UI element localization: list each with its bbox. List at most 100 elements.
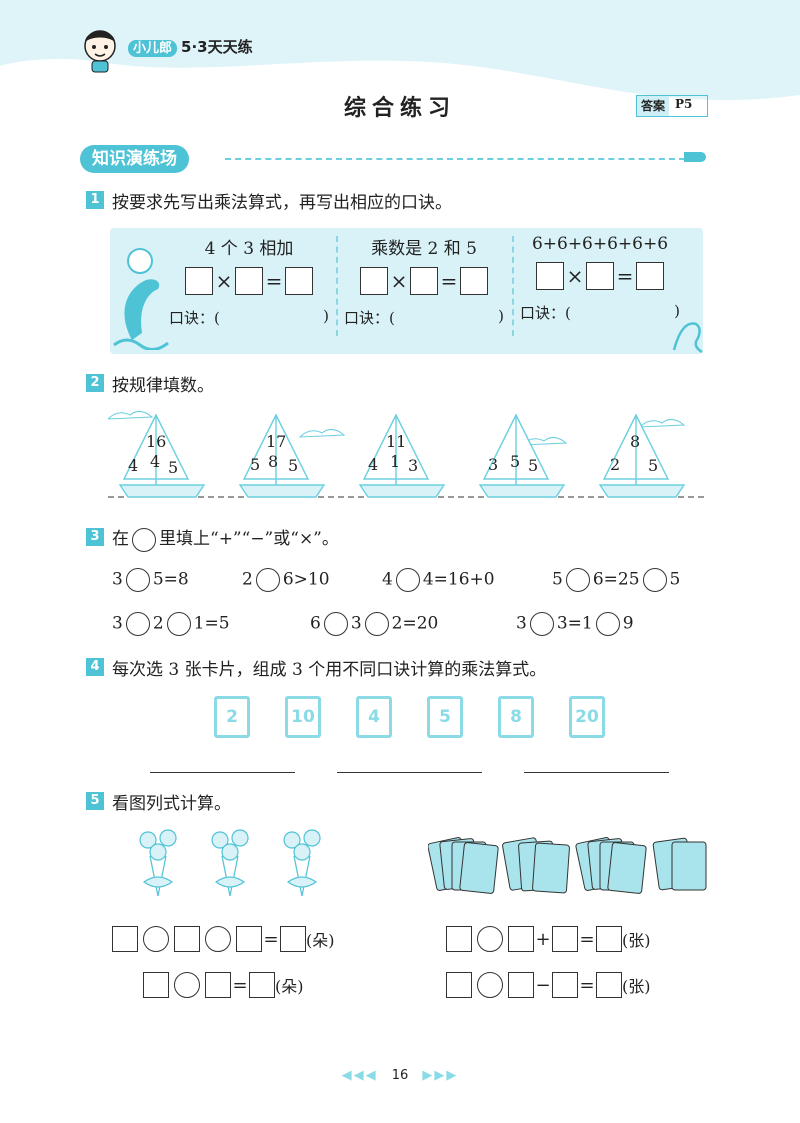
answer-box[interactable] [552, 972, 578, 998]
card-equation-1: +=(张) [446, 926, 651, 952]
flower-equation-1: =(朵) [112, 926, 335, 952]
number-card[interactable]: 8 [498, 696, 534, 738]
operator-circle[interactable] [255, 568, 280, 592]
header-wave [0, 0, 800, 101]
answer-box[interactable] [205, 972, 231, 998]
section-tag: 知识演练场 [80, 145, 189, 173]
boat-left-number: 3 [488, 455, 499, 474]
arrows-right-icon: ▶▶▶ [422, 1068, 459, 1083]
boat-right-number: 5 [648, 456, 659, 475]
answer-box[interactable] [360, 267, 388, 295]
answer-box[interactable] [185, 267, 213, 295]
answer-box[interactable] [143, 972, 169, 998]
question-text: 看图列式计算。 [112, 794, 231, 814]
boat-right-number: 5 [168, 458, 179, 477]
answer-page: P5 [675, 97, 693, 111]
boat-top-number: 11 [386, 432, 407, 451]
number-card[interactable]: 20 [569, 696, 605, 738]
boy-mascot-icon [84, 30, 116, 73]
answer-box[interactable] [285, 267, 313, 295]
sailboats-illustration [108, 411, 708, 498]
operator-circle[interactable] [143, 926, 169, 952]
q1-column-head: 4 个 3 相加 [204, 239, 294, 259]
koujue-field[interactable]: 口诀：() [169, 307, 329, 327]
question-text: 每次选 3 张卡片，组成 3 个用不同口诀计算的乘法算式。 [112, 660, 547, 680]
wave-icon [672, 322, 703, 354]
answer-box[interactable] [536, 262, 564, 290]
answer-box[interactable] [596, 926, 622, 952]
number-card[interactable]: 10 [285, 696, 321, 738]
q1-column-head: 6+6+6+6+6+6 [531, 234, 669, 254]
operator-circle[interactable] [364, 612, 389, 636]
playing-cards-illustration [428, 837, 707, 894]
answer-box[interactable] [460, 267, 488, 295]
boat-left-number: 5 [250, 455, 261, 474]
operator-circle[interactable] [642, 568, 667, 592]
answer-box[interactable] [112, 926, 138, 952]
answer-box[interactable] [636, 262, 664, 290]
operator-circle[interactable] [529, 612, 554, 636]
answer-box[interactable] [410, 267, 438, 295]
answer-box[interactable] [174, 926, 200, 952]
boat-mid-number: 1 [390, 452, 401, 471]
q1-column: 6+6+6+6+6+6 ×= 口诀：() [516, 234, 684, 342]
answer-box[interactable] [586, 262, 614, 290]
answer-box[interactable] [236, 926, 262, 952]
arrows-left-icon: ◀◀◀ [341, 1068, 378, 1083]
answer-box[interactable] [249, 972, 275, 998]
answer-ref[interactable]: 答案 P5 [636, 95, 708, 117]
boat-top-number: 16 [146, 432, 167, 451]
operator-circle[interactable] [477, 926, 503, 952]
question-number: 1 [86, 191, 104, 209]
answer-box[interactable] [552, 926, 578, 952]
dolphin-icon [113, 248, 169, 350]
q1-column-head: 乘数是 2 和 5 [371, 239, 477, 259]
answer-box[interactable] [596, 972, 622, 998]
koujue-field[interactable]: 口诀：() [344, 307, 504, 327]
answer-box[interactable] [508, 972, 534, 998]
boat-right-number: 3 [408, 456, 419, 475]
answer-line[interactable] [337, 772, 482, 773]
operator-circle[interactable] [595, 612, 620, 636]
flower-equation-2: =(朵) [143, 972, 304, 998]
answer-box[interactable] [280, 926, 306, 952]
column-divider [336, 236, 338, 336]
number-card[interactable]: 4 [356, 696, 392, 738]
number-card[interactable]: 2 [214, 696, 250, 738]
answer-box[interactable] [446, 926, 472, 952]
operator-circle[interactable] [125, 612, 150, 636]
operator-circle[interactable] [205, 926, 231, 952]
operator-circle[interactable] [166, 612, 191, 636]
answer-line[interactable] [524, 772, 669, 773]
operator-circle[interactable] [125, 568, 150, 592]
operator-circle[interactable] [565, 568, 590, 592]
q1-column: 乘数是 2 和 5 ×= 口诀：() [340, 234, 508, 342]
answer-line[interactable] [150, 772, 295, 773]
operator-circle[interactable] [395, 568, 420, 592]
brand-series: 5·3天天练 [181, 38, 253, 56]
q1-column: 4 个 3 相加 ×= 口诀：() [165, 234, 333, 342]
operator-circle[interactable] [323, 612, 348, 636]
section-divider [225, 158, 685, 160]
boat-mid-number: 8 [268, 452, 279, 471]
operator-circle[interactable] [174, 972, 200, 998]
number-card[interactable]: 5 [427, 696, 463, 738]
question-number: 5 [86, 792, 104, 810]
answer-box[interactable] [446, 972, 472, 998]
koujue-field[interactable]: 口诀：() [520, 302, 680, 322]
card-equation-2: −=(张) [446, 972, 651, 998]
question-text: 按规律填数。 [112, 376, 214, 396]
question-number: 2 [86, 374, 104, 392]
page-title: 综合练习 [343, 96, 456, 121]
answer-box[interactable] [235, 267, 263, 295]
answer-box[interactable] [508, 926, 534, 952]
operator-circle[interactable] [477, 972, 503, 998]
boat-mid-number: 5 [510, 452, 521, 471]
